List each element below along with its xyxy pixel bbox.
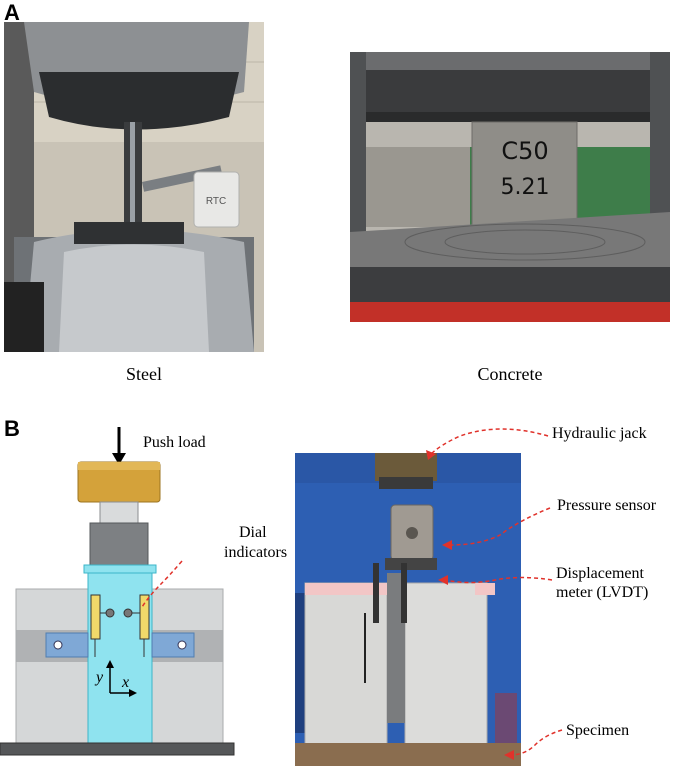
panel-a-letter: A bbox=[4, 0, 20, 25]
specimen-marking-bottom: 5.21 bbox=[501, 175, 550, 200]
axis-x-label: x bbox=[121, 674, 129, 691]
specimen-marking-top: C50 bbox=[501, 137, 548, 165]
displacement-meter-label-line2: meter (LVDT) bbox=[556, 584, 649, 601]
hydraulic-jack-label: Hydraulic jack bbox=[552, 425, 647, 442]
axis-y-label: y bbox=[94, 669, 104, 686]
push-test-diagram: y x bbox=[0, 425, 240, 765]
push-test-photo bbox=[295, 453, 521, 766]
steel-test-photo: RTC bbox=[4, 22, 264, 352]
pressure-sensor-label: Pressure sensor bbox=[557, 497, 657, 514]
concrete-test-photo: C50 5.21 bbox=[350, 52, 670, 322]
steel-caption: Steel bbox=[126, 364, 162, 384]
panel-b-letter: B bbox=[4, 416, 20, 441]
dial-indicators-label-line1: Dial bbox=[239, 524, 267, 541]
specimen-label: Specimen bbox=[566, 722, 630, 739]
displacement-meter-label-line1: Displacement bbox=[556, 565, 644, 582]
push-load-label: Push load bbox=[143, 434, 206, 451]
concrete-caption: Concrete bbox=[477, 364, 543, 384]
svg-text:RTC: RTC bbox=[206, 196, 226, 207]
dial-indicators-label-line2: indicators bbox=[224, 544, 288, 561]
